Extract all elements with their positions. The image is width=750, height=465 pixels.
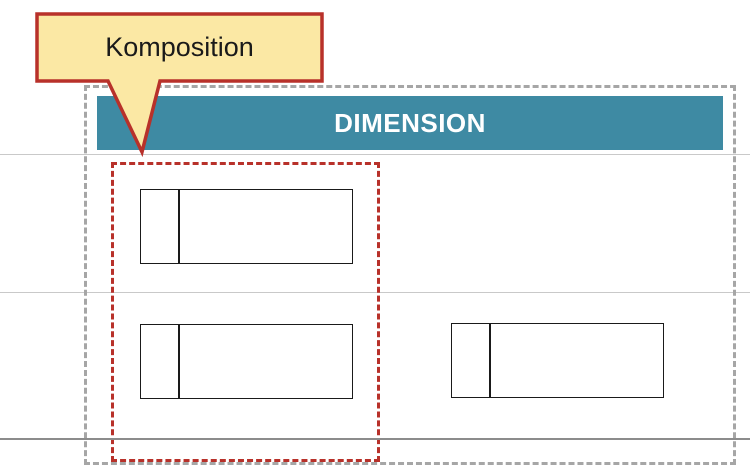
entity-box-row-2-left	[140, 324, 353, 399]
entity-box-divider	[489, 324, 491, 397]
dimension-header-label: DIMENSION	[334, 108, 486, 139]
entity-box-row-2-right	[451, 323, 664, 398]
entity-box-row-1	[140, 189, 353, 264]
bottom-border	[0, 438, 750, 440]
entity-box-divider	[178, 325, 180, 398]
entity-box-divider	[178, 190, 180, 263]
callout-label: Komposition	[37, 14, 322, 81]
